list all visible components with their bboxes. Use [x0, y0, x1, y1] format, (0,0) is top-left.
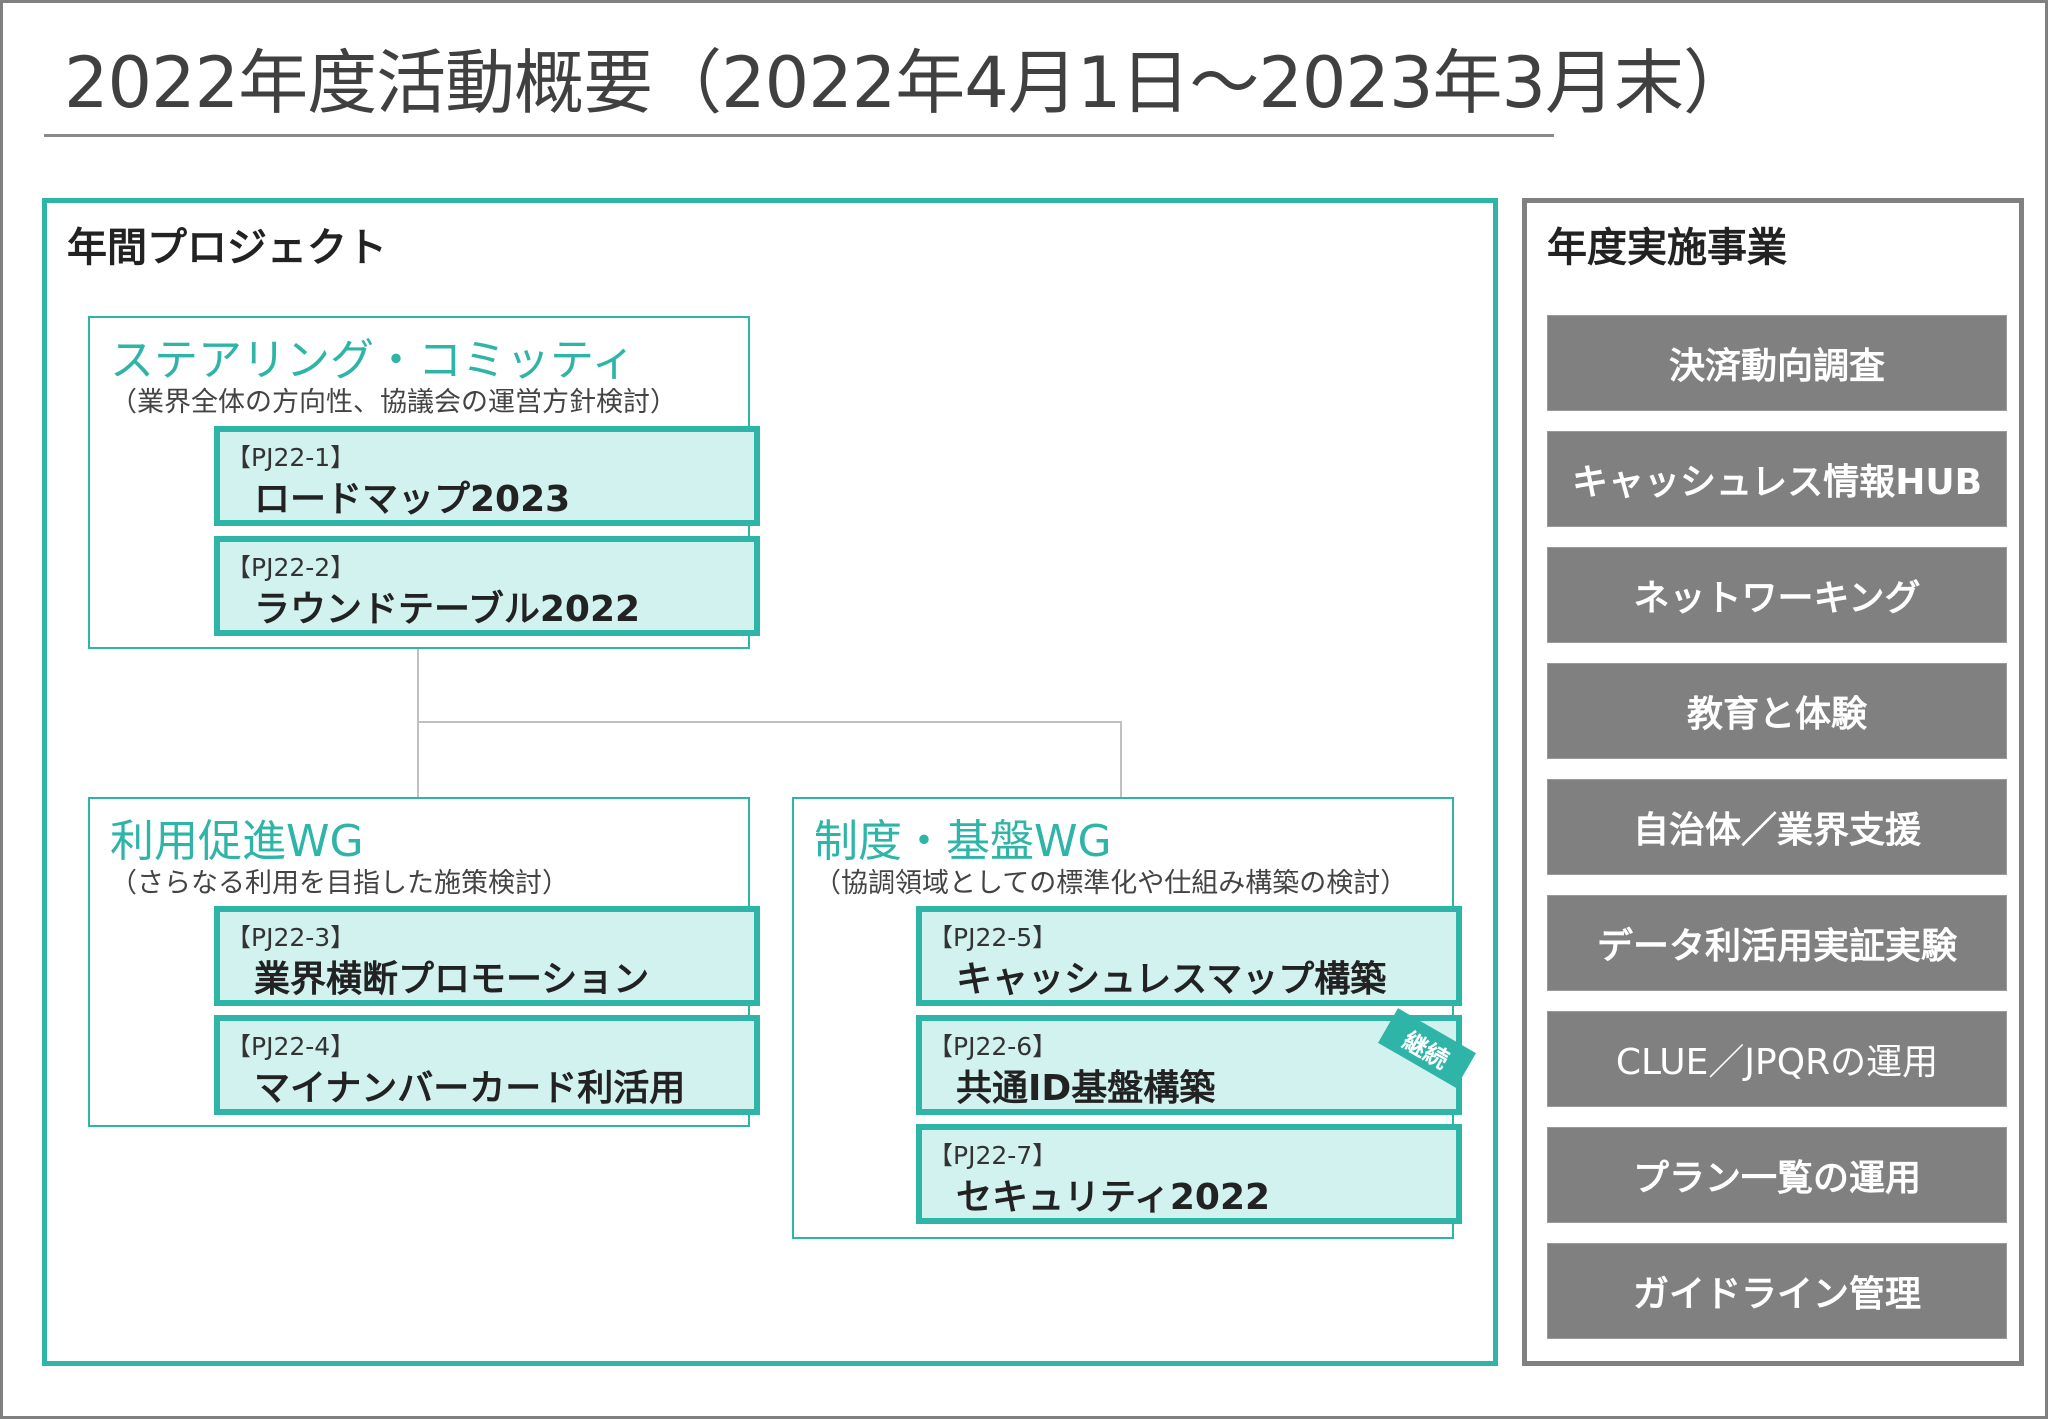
project-code: 【PJ22-1】: [226, 443, 356, 472]
connector-line-vertical-right: [1120, 721, 1122, 798]
title-divider: [44, 134, 1554, 137]
project-code: 【PJ22-6】: [928, 1032, 1058, 1061]
program-item-cashless-info-hub[interactable]: キャッシュレス情報HUB: [1547, 431, 2007, 527]
project-code: 【PJ22-2】: [226, 553, 356, 582]
program-item-plan-list-operation[interactable]: プラン一覧の運用: [1547, 1127, 2007, 1223]
project-name: 共通ID基盤構築: [956, 1068, 1216, 1109]
connector-line-horizontal: [417, 721, 1122, 723]
annual-projects-heading: 年間プロジェクト: [67, 225, 387, 271]
project-code: 【PJ22-4】: [226, 1032, 356, 1061]
project-name: ロードマップ2023: [254, 479, 571, 520]
project-card-pj22-6[interactable]: 【PJ22-6】 共通ID基盤構築: [916, 1015, 1462, 1115]
project-card-pj22-3[interactable]: 【PJ22-3】 業界横断プロモーション: [214, 906, 760, 1006]
program-item-data-utilization-pilot[interactable]: データ利活用実証実験: [1547, 895, 2007, 991]
group-title: ステアリング・コミッティ: [110, 335, 636, 386]
program-item-payment-trend-survey[interactable]: 決済動向調査: [1547, 315, 2007, 411]
program-item-education-experience[interactable]: 教育と体験: [1547, 663, 2007, 759]
group-subtitle: （さらなる利用を目指した施策検討）: [110, 868, 569, 899]
program-item-local-gov-industry-support[interactable]: 自治体／業界支援: [1547, 779, 2007, 875]
annual-programs-panel: 年度実施事業 決済動向調査 キャッシュレス情報HUB ネットワーキング 教育と体…: [1522, 198, 2024, 1366]
project-card-pj22-4[interactable]: 【PJ22-4】 マイナンバーカード利活用: [214, 1015, 760, 1115]
project-code: 【PJ22-7】: [928, 1141, 1058, 1170]
project-name: セキュリティ2022: [956, 1177, 1271, 1218]
project-name: ラウンドテーブル2022: [254, 589, 641, 630]
project-name: 業界横断プロモーション: [254, 959, 650, 1000]
project-card-pj22-2[interactable]: 【PJ22-2】 ラウンドテーブル2022: [214, 536, 760, 636]
program-item-clue-jpqr-operation[interactable]: CLUE／JPQRの運用: [1547, 1011, 2007, 1107]
project-card-pj22-1[interactable]: 【PJ22-1】 ロードマップ2023: [214, 426, 760, 526]
project-code: 【PJ22-5】: [928, 923, 1058, 952]
connector-line-vertical-top: [417, 648, 419, 723]
group-subtitle: （業界全体の方向性、協議会の運営方針検討）: [110, 387, 677, 418]
page-title: 2022年度活動概要（2022年4月1日〜2023年3月末）: [64, 42, 1753, 124]
group-title: 制度・基盤WG: [814, 816, 1112, 867]
project-name: キャッシュレスマップ構築: [956, 959, 1387, 1000]
group-subtitle: （協調領域としての標準化や仕組み構築の検討）: [814, 868, 1408, 899]
program-item-guideline-management[interactable]: ガイドライン管理: [1547, 1243, 2007, 1339]
project-code: 【PJ22-3】: [226, 923, 356, 952]
annual-programs-heading: 年度実施事業: [1547, 225, 1787, 271]
connector-line-vertical-left: [417, 721, 419, 798]
project-card-pj22-5[interactable]: 【PJ22-5】 キャッシュレスマップ構築: [916, 906, 1462, 1006]
project-name: マイナンバーカード利活用: [254, 1068, 686, 1109]
project-card-pj22-7[interactable]: 【PJ22-7】 セキュリティ2022: [916, 1124, 1462, 1224]
group-title: 利用促進WG: [110, 816, 364, 867]
program-item-networking[interactable]: ネットワーキング: [1547, 547, 2007, 643]
